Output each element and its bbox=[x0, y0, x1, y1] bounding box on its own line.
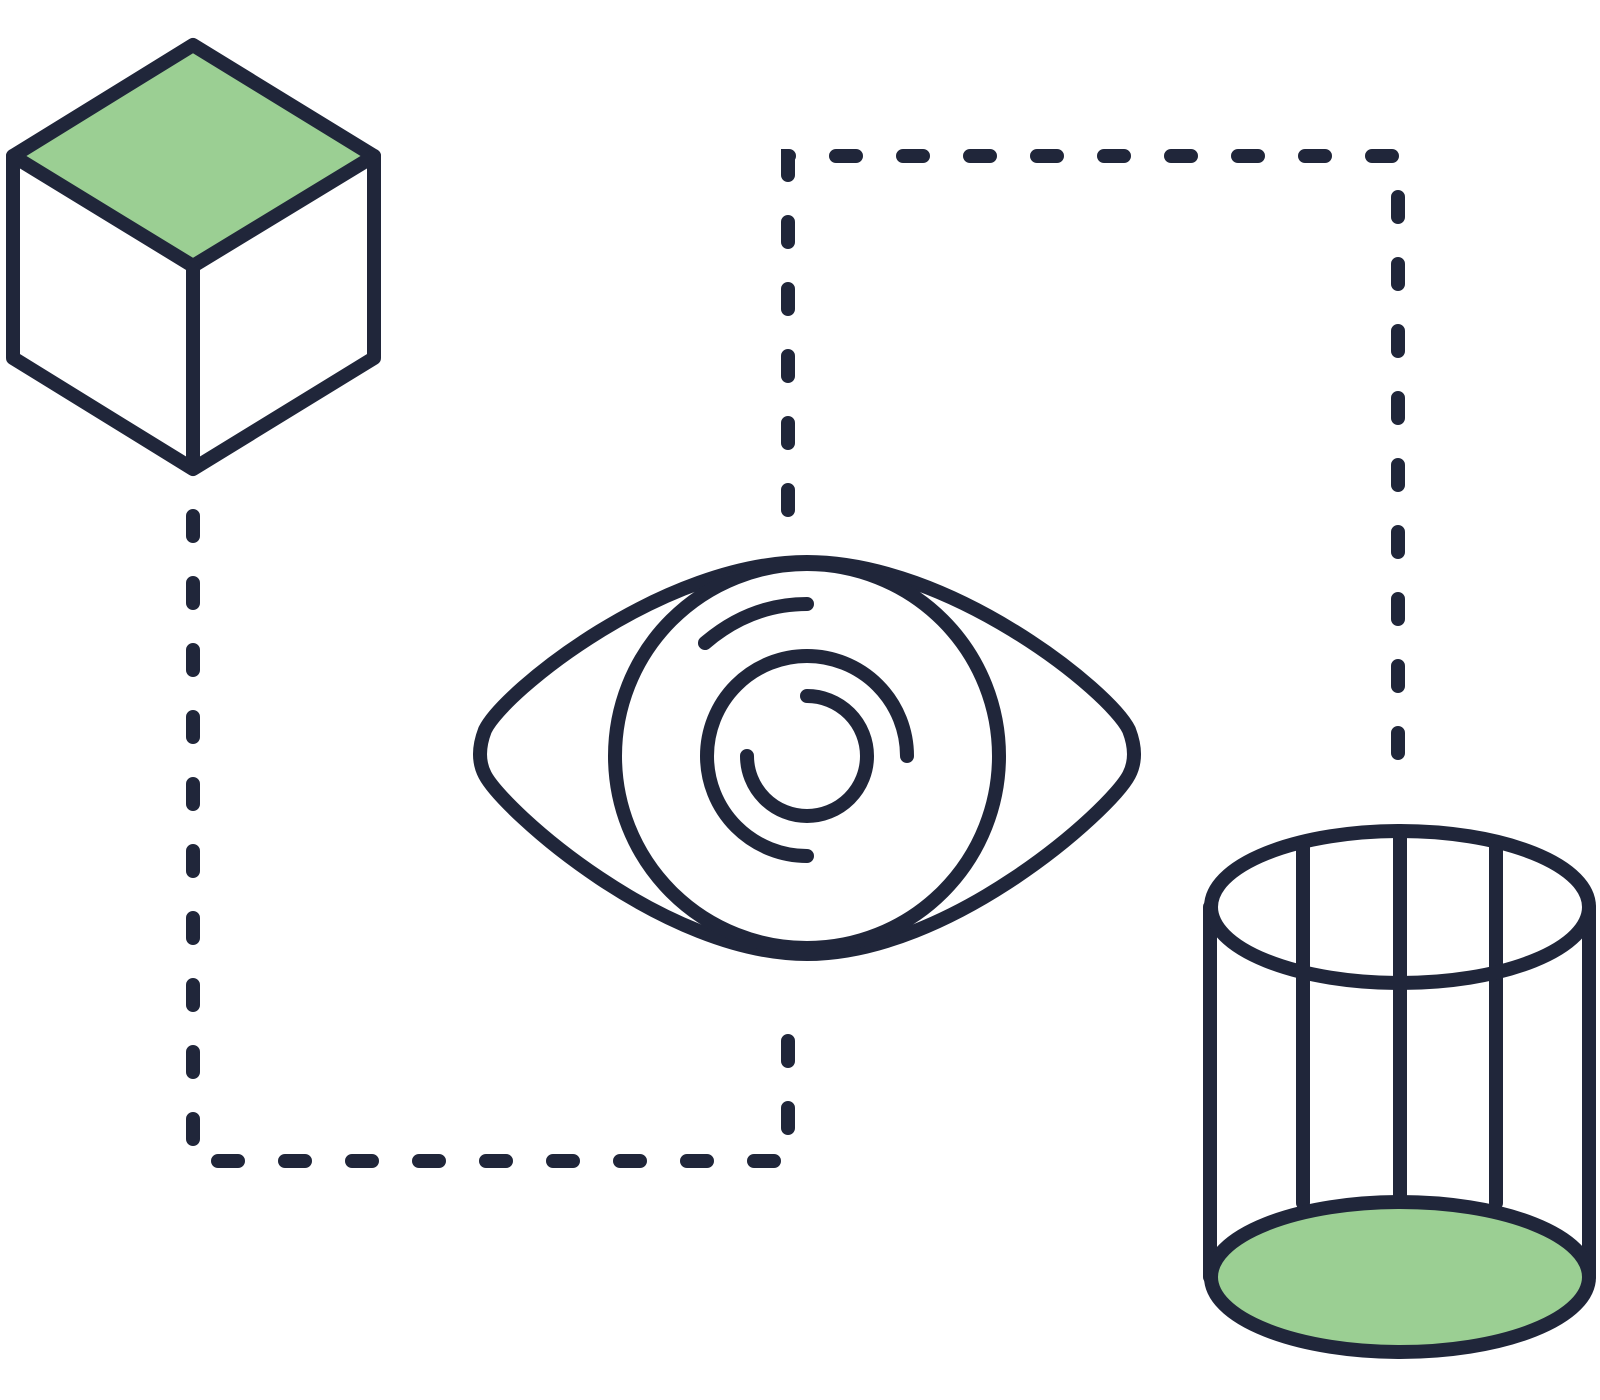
cylinder-icon bbox=[1203, 824, 1596, 1359]
eye-pupil-outer-ring bbox=[700, 649, 914, 863]
eye-iris bbox=[608, 557, 1006, 955]
eye-to-cylinder-dashed-connector bbox=[781, 149, 1405, 791]
cube-to-eye-dashed-connector bbox=[186, 509, 795, 1168]
eye-pupil-inner-ring bbox=[740, 689, 874, 823]
eye-icon bbox=[473, 555, 1141, 961]
cube-top-face bbox=[13, 45, 374, 266]
cylinder-side-lines bbox=[1203, 824, 1596, 1284]
cylinder-bottom-ellipse bbox=[1204, 1195, 1596, 1359]
cylinder-bottom-face bbox=[1211, 1202, 1589, 1352]
eye-outline bbox=[473, 555, 1141, 961]
cylinder-top-ellipse bbox=[1204, 824, 1596, 990]
cube-side-edges bbox=[6, 149, 381, 476]
eye-highlight-arc bbox=[698, 597, 814, 650]
cube-icon bbox=[6, 38, 381, 476]
